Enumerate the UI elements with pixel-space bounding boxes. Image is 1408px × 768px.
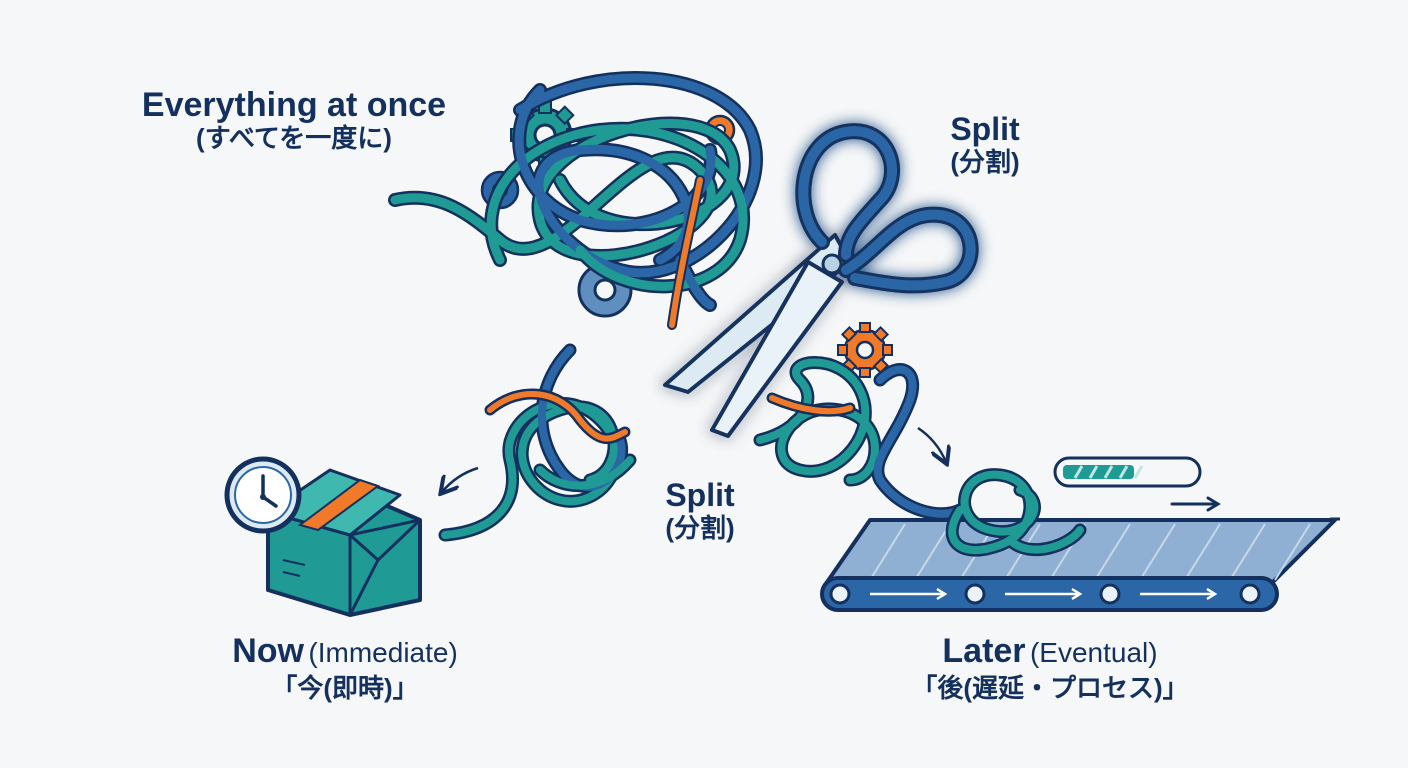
everything-title: Everything at once [141,86,447,124]
split-top-subtitle: (分割) [950,146,1020,177]
split-top-title: Split [950,111,1020,147]
tangle-icon [388,71,763,330]
now-label: Now (Immediate) 「今(即時)」 [180,632,510,703]
arrow-icon [1170,496,1221,512]
split-mid-title: Split [665,477,735,513]
split-mid-label: Split (分割) [640,477,760,543]
later-japanese: 「後(遅延・プロセス)」 [911,673,1189,704]
now-title: Now [232,632,304,670]
progress-bar-icon [1053,456,1202,488]
scissors-icon [663,123,979,438]
now-japanese: 「今(即時)」 [271,673,419,704]
later-title: Later [942,632,1026,670]
arrow-icon [442,466,479,492]
split-top-label: Split (分割) [925,111,1045,177]
everything-label: Everything at once (すべてを一度に) [108,86,480,153]
gear-icon [837,322,893,378]
arrow-icon [917,426,946,462]
tangle-icon [753,356,967,521]
everything-subtitle: (すべてを一度に) [196,123,392,154]
later-subtitle: (Eventual) [1029,637,1158,668]
tangle-icon [438,343,637,542]
clock-icon [224,456,302,534]
split-mid-subtitle: (分割) [665,512,735,543]
later-label: Later (Eventual) 「後(遅延・プロセス)」 [860,632,1240,703]
tangle-icon [945,468,1087,557]
package-icon [266,468,422,617]
now-subtitle: (Immediate) [308,637,458,668]
